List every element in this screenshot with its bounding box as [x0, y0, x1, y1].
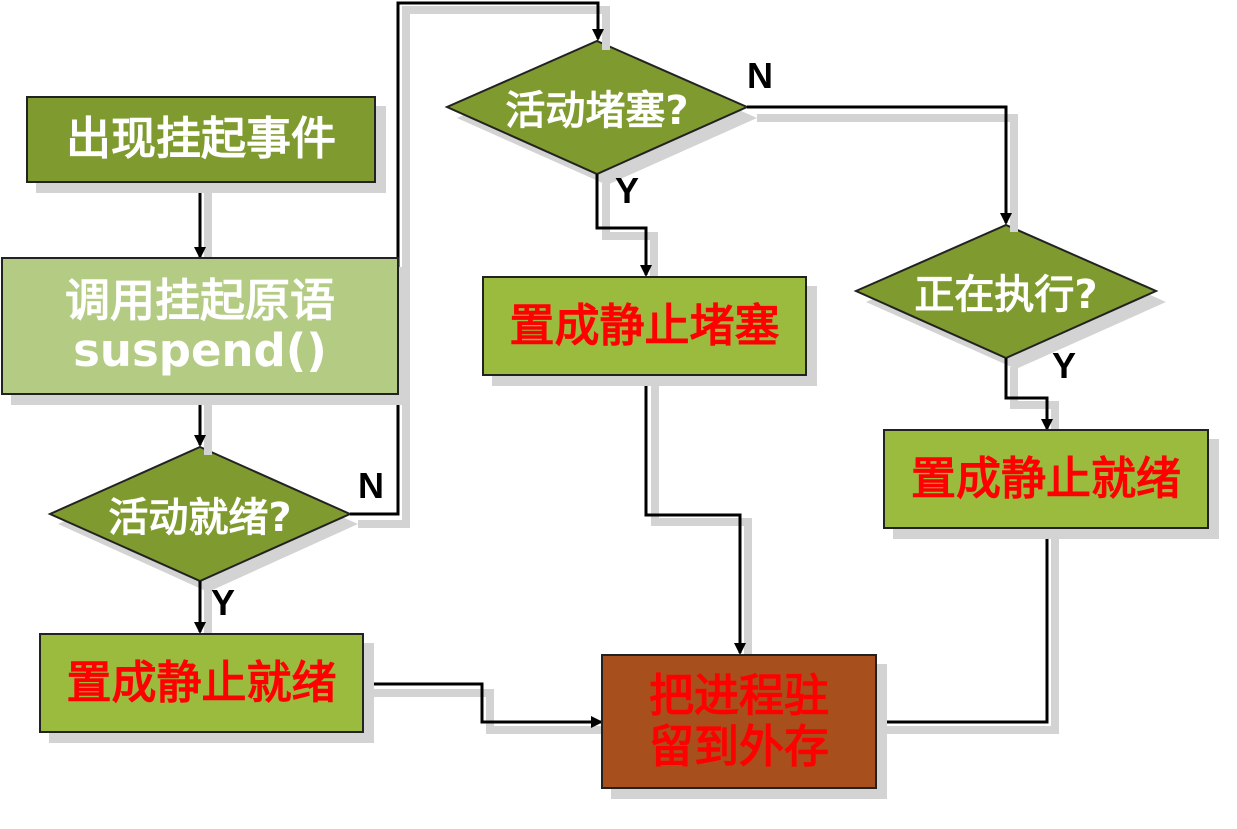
ready-yes-label: Y — [211, 582, 236, 623]
running-yes-label: Y — [1052, 345, 1077, 386]
arrow-blocked-to-swap — [644, 376, 746, 655]
arrow-ready-right-to-swap — [875, 529, 1049, 728]
call-suspend-label-line2: suspend() — [73, 324, 327, 377]
event-box: 出现挂起事件 — [26, 96, 376, 183]
set-static-ready-left-box: 置成静止就绪 — [39, 633, 364, 733]
arrow-blocked-no — [747, 105, 1012, 225]
decision-running-label: 正在执行? — [914, 272, 1098, 318]
set-static-ready-right-label: 置成静止就绪 — [910, 451, 1181, 505]
set-static-ready-left-label: 置成静止就绪 — [66, 655, 337, 709]
arrow-ready-no — [350, 1, 604, 516]
swap-out-box: 把进程驻 留到外存 — [601, 654, 877, 789]
arrow-blocked-yes — [595, 174, 652, 277]
set-static-blocked-box: 置成静止堵塞 — [482, 276, 807, 376]
decision-blocked-label: 活动堵塞? — [505, 88, 689, 134]
swap-out-label-line1: 把进程驻 — [648, 669, 829, 723]
event-label: 出现挂起事件 — [65, 112, 336, 166]
call-suspend-box: 调用挂起原语 suspend() — [1, 257, 399, 395]
connector-shadows — [204, 6, 1059, 734]
set-static-ready-right-box: 置成静止就绪 — [883, 429, 1209, 529]
blocked-yes-label: Y — [615, 170, 640, 211]
decision-ready-label: 活动就绪? — [108, 495, 292, 541]
swap-out-label-line2: 留到外存 — [648, 719, 829, 773]
arrow-ready-left-to-swap — [364, 682, 603, 728]
set-static-blocked-label: 置成静止堵塞 — [509, 298, 780, 352]
call-suspend-label-line1: 调用挂起原语 — [64, 273, 335, 327]
connectors — [194, 1, 1053, 728]
blocked-no-label: N — [747, 55, 773, 96]
arrow-running-yes — [1004, 358, 1053, 431]
ready-no-label: N — [358, 465, 384, 506]
